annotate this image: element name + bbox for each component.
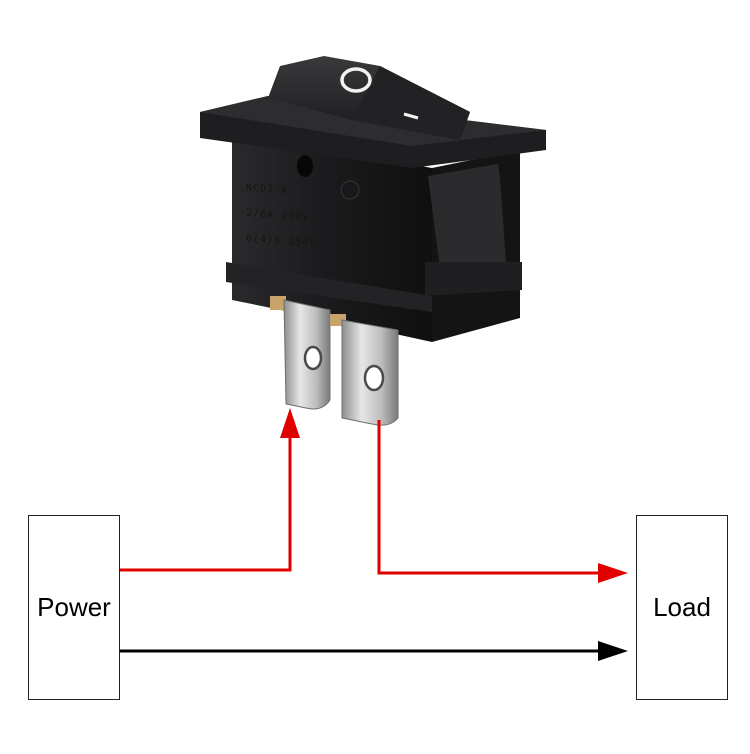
load-label: Load	[653, 592, 711, 622]
off-symbol-icon	[340, 67, 372, 93]
rocker-slope	[352, 66, 470, 140]
live-wire	[120, 408, 300, 572]
rocker-switch	[200, 56, 546, 426]
neutral-wire	[120, 641, 628, 661]
mounting-hole	[297, 155, 313, 177]
arrow-up-icon	[280, 408, 300, 438]
terminal-1	[270, 296, 331, 410]
housing-ridge	[425, 262, 522, 296]
snap-clip	[428, 164, 506, 268]
on-symbol-icon	[403, 112, 419, 120]
arrow-right-icon	[598, 563, 628, 583]
load-box: Load	[636, 515, 728, 700]
terminal-2	[330, 314, 399, 426]
cert-mark	[340, 180, 360, 200]
power-label: Power	[37, 592, 111, 622]
terminal-2-hole	[363, 364, 385, 392]
switched-wire	[377, 420, 628, 583]
terminal-1-hole	[303, 345, 323, 371]
arrow-right-icon	[598, 641, 628, 661]
housing-base-ridge	[226, 262, 432, 312]
power-box: Power	[28, 515, 120, 700]
